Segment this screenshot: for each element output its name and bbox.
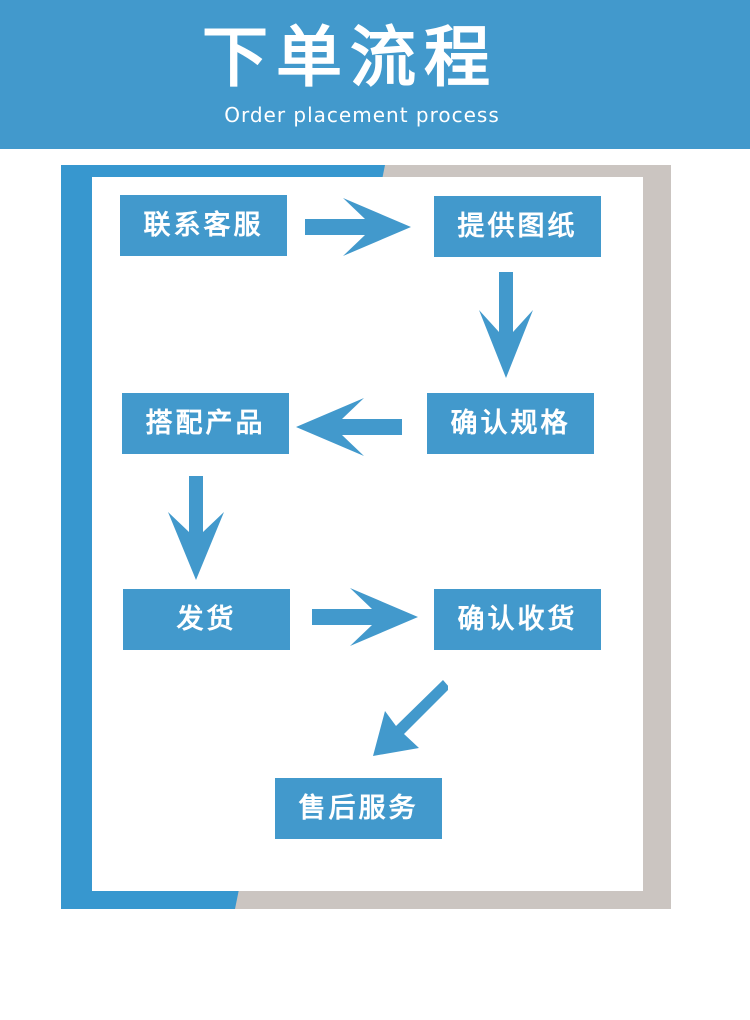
- step-after-sales: 售后服务: [275, 778, 442, 839]
- page-title: 下单流程: [202, 19, 498, 96]
- step-confirm-receipt: 确认收货: [434, 589, 601, 650]
- step-provide-drawings: 提供图纸: [434, 196, 601, 257]
- arrow-right-1-icon: [305, 198, 411, 256]
- arrow-left-1-icon: [296, 398, 402, 456]
- arrow-diagonal-icon: [373, 680, 448, 756]
- arrow-right-2-icon: [312, 588, 418, 646]
- arrow-down-2-icon: [168, 476, 224, 580]
- step-confirm-specs: 确认规格: [427, 393, 594, 454]
- arrow-down-1-icon: [479, 272, 533, 378]
- page-subtitle: Order placement process: [224, 103, 500, 127]
- header-banner: 下单流程 Order placement process: [0, 0, 750, 149]
- step-ship: 发货: [123, 589, 290, 650]
- step-match-products: 搭配产品: [122, 393, 289, 454]
- step-contact-service: 联系客服: [120, 195, 287, 256]
